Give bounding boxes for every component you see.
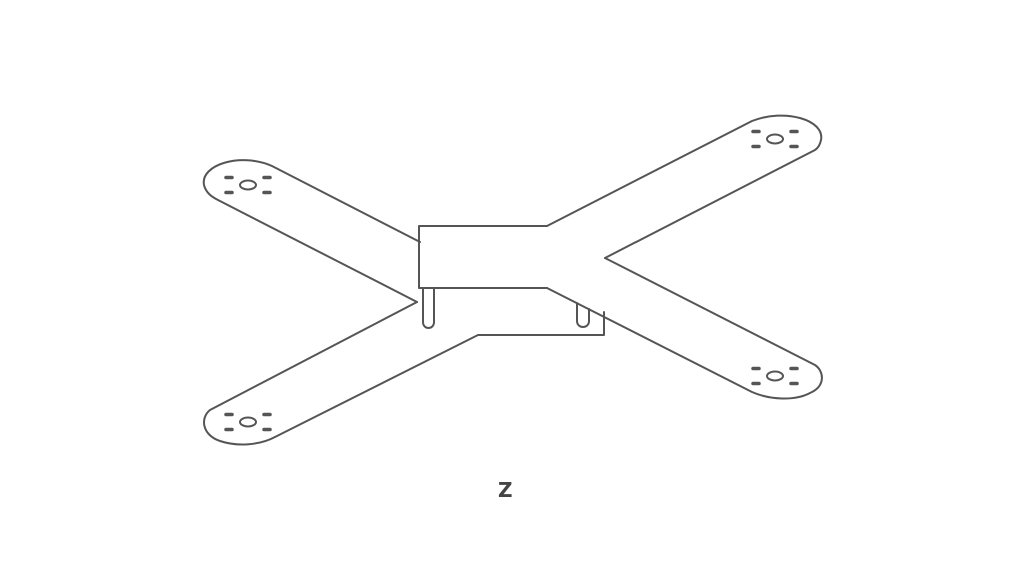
motor-mount-4: [224, 412, 272, 432]
center-body: [418, 225, 548, 289]
arm-top-left: [202, 159, 421, 303]
motor-mount-2: [751, 129, 799, 149]
frame-outline: [202, 114, 823, 446]
motor-mount-3: [751, 366, 799, 386]
leg-left: [422, 287, 435, 329]
motor-mount-1: [224, 175, 272, 195]
axis-label-z: Z: [498, 478, 513, 502]
arm-bottom-right: [546, 257, 823, 400]
arm-bottom-left: [203, 301, 605, 446]
center-hole: [239, 416, 257, 428]
center-hole: [766, 370, 784, 382]
center-hole: [239, 179, 257, 191]
leg-right: [576, 302, 590, 328]
center-hole: [766, 133, 784, 145]
arm-top-right: [546, 114, 823, 259]
